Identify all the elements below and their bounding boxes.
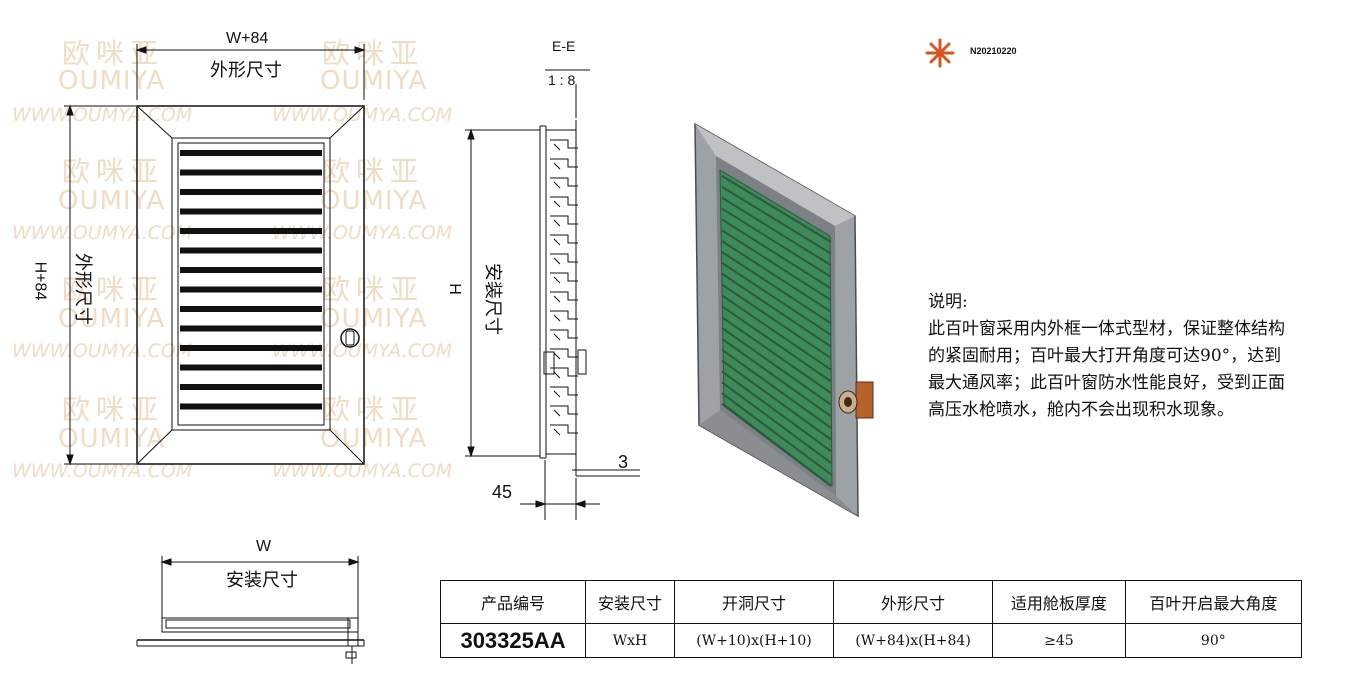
spec-header-row: 产品编号 安装尺寸 开洞尺寸 外形尺寸 适用舱板厚度 百叶开启最大角度 <box>439 580 1303 624</box>
render-slat <box>721 370 832 452</box>
spec-cell: ≥45 <box>992 623 1126 658</box>
spec-cell: (W+84)x(H+84) <box>833 623 994 658</box>
section-slat <box>550 234 578 246</box>
front-slat <box>180 228 322 234</box>
section-height-label: 安装尺寸 <box>482 263 503 335</box>
render-slat <box>721 392 832 476</box>
notes-title: 说明: <box>928 292 968 312</box>
section-slat <box>550 367 578 379</box>
drawing-code: N20210220 <box>970 46 1017 56</box>
render-slat <box>721 403 832 487</box>
section-thickness-value: 3 <box>618 452 629 472</box>
render-slat <box>721 175 832 243</box>
front-slat <box>180 267 322 273</box>
front-top-dim-value: W+84 <box>226 30 269 47</box>
section-height-value: H <box>445 283 463 295</box>
render-slat <box>721 229 832 301</box>
section-slat <box>550 405 578 417</box>
front-slat <box>180 208 322 215</box>
front-slat <box>180 384 322 390</box>
product-code-cell: 303325AA <box>439 623 587 658</box>
section-slat <box>550 348 578 360</box>
render-slat <box>721 272 832 348</box>
asterisk-logo-icon <box>925 38 955 68</box>
section-slat <box>550 310 578 322</box>
section-slats <box>550 139 578 436</box>
section-title: E-E <box>552 38 576 54</box>
front-slat <box>180 364 322 371</box>
render-slat <box>721 338 832 418</box>
section-scale: 1 : 8 <box>548 72 576 88</box>
front-left-dim-label: 外形尺寸 <box>72 253 93 325</box>
render-slat <box>721 262 832 336</box>
render-slat <box>721 207 832 278</box>
section-slat <box>550 424 578 436</box>
front-top-dim-label: 外形尺寸 <box>210 60 282 81</box>
section-slat <box>550 196 578 208</box>
render-slat <box>721 294 832 371</box>
louver-render <box>694 122 874 518</box>
notes-line: 高压水枪喷水，舱内不会出现积水现象。 <box>928 400 1234 420</box>
spec-cell: 90° <box>1124 623 1303 658</box>
front-slats <box>180 150 322 410</box>
front-slat <box>180 169 322 176</box>
front-slat <box>180 247 322 254</box>
render-slat <box>721 218 832 290</box>
notes-line: 最大通风率；此百叶窗防水性能良好，受到正面 <box>928 373 1285 393</box>
render-slat <box>721 316 832 394</box>
front-slat <box>180 403 322 410</box>
section-slat <box>550 215 578 227</box>
section-slat <box>550 139 578 151</box>
render-slat <box>721 381 832 464</box>
spec-cell: WxH <box>585 623 675 658</box>
front-slat <box>180 345 322 351</box>
render-slat <box>721 327 832 406</box>
render-slat <box>721 359 832 441</box>
render-slat <box>721 283 832 360</box>
front-slat <box>180 189 322 195</box>
section-slat <box>550 177 578 189</box>
notes-line: 的紧固耐用；百叶最大打开角度可达90°，达到 <box>928 346 1282 366</box>
section-slat <box>550 253 578 265</box>
spec-header-cell: 适用舱板厚度 <box>992 580 1126 624</box>
description-notes: 说明: 此百叶窗采用内外框一体式型材，保证整体结构 的紧固耐用；百叶最大打开角度… <box>928 289 1285 424</box>
front-slat <box>180 150 322 156</box>
bottom-width-label: 安装尺寸 <box>226 570 298 591</box>
front-slat <box>180 325 322 332</box>
render-slat <box>721 251 832 325</box>
spec-header-cell: 产品编号 <box>439 580 587 624</box>
spec-header-cell: 外形尺寸 <box>833 580 994 624</box>
render-slat <box>721 196 832 267</box>
render-slat <box>721 348 832 429</box>
section-slat <box>550 291 578 303</box>
section-slat <box>550 329 578 341</box>
front-slat <box>180 306 322 312</box>
spec-cell: (W+10)x(H+10) <box>673 623 835 658</box>
section-slat <box>550 386 578 398</box>
front-left-dim-value: H+84 <box>31 261 49 301</box>
front-slat <box>180 286 322 293</box>
render-slat <box>721 240 832 313</box>
section-slat <box>550 272 578 284</box>
spec-data-row: 303325AA WxH (W+10)x(H+10) (W+84)x(H+84)… <box>439 623 1303 658</box>
section-slat <box>550 158 578 170</box>
bottom-width-value: W <box>256 538 272 555</box>
render-slat <box>721 305 832 383</box>
spec-header-cell: 安装尺寸 <box>585 580 675 624</box>
spec-header-cell: 开洞尺寸 <box>673 580 835 624</box>
render-slat <box>721 186 832 255</box>
section-depth-value: 45 <box>492 482 513 502</box>
notes-line: 此百叶窗采用内外框一体式型材，保证整体结构 <box>928 319 1285 339</box>
spec-header-cell: 百叶开启最大角度 <box>1124 580 1303 624</box>
spec-table: 产品编号 安装尺寸 开洞尺寸 外形尺寸 适用舱板厚度 百叶开启最大角度 3033… <box>439 580 1303 658</box>
